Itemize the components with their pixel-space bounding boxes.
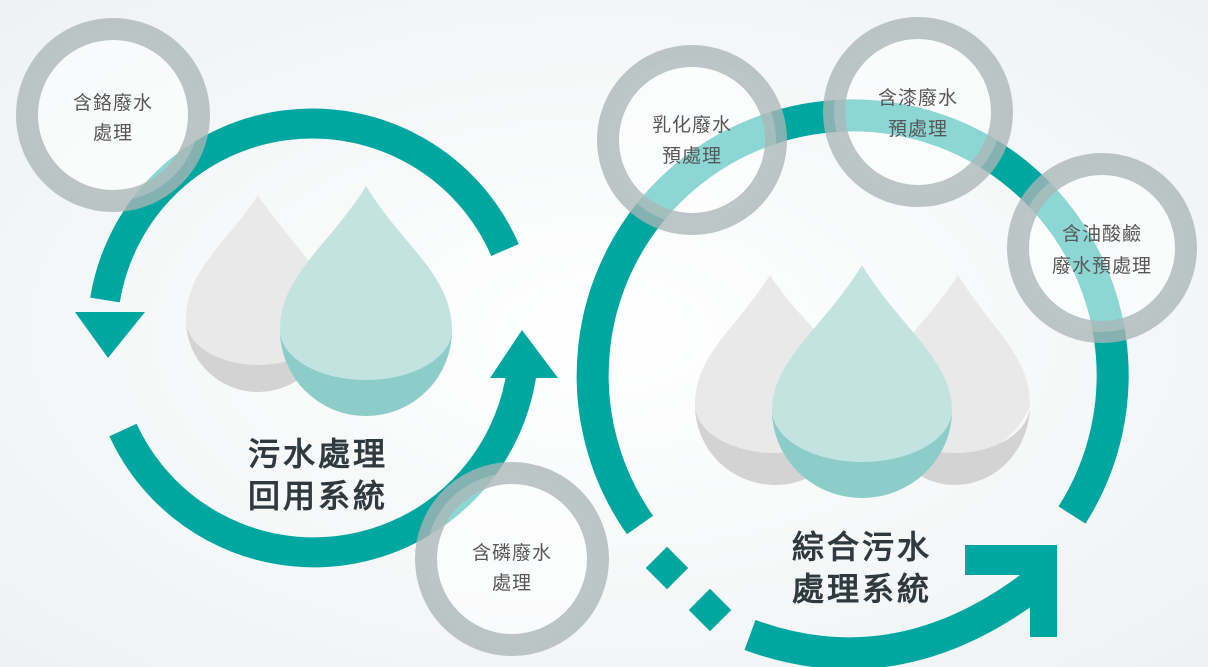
- left-cycle-arrow-top: [90, 108, 519, 303]
- right-arrow-head: [965, 545, 1057, 637]
- left-cycle-arrow-bottom: [109, 368, 537, 568]
- right-system-title-line2: 處理系統: [792, 570, 932, 608]
- treatment-ring-line1: 含磷廢水: [472, 542, 552, 564]
- treatment-ring-line2: 處理: [93, 122, 133, 144]
- treatment-ring-chromium: 含鉻廢水 處理: [16, 18, 210, 212]
- left-arrow-head-down: [75, 312, 145, 358]
- water-drop-teal-icon: [280, 186, 452, 416]
- treatment-ring-line1: 含漆廢水: [878, 87, 958, 109]
- left-system-title-line1: 污水處理: [248, 435, 388, 473]
- left-system-title-line2: 回用系統: [248, 477, 388, 515]
- treatment-ring-phosphorus: 含磷廢水 處理: [415, 462, 609, 656]
- treatment-ring-line2: 廢水預處理: [1052, 255, 1152, 277]
- water-drop-teal-icon: [772, 265, 952, 498]
- treatment-ring-line2: 預處理: [662, 145, 722, 167]
- treatment-ring-line2: 預處理: [888, 118, 948, 140]
- treatment-ring-line1: 乳化廢水: [652, 114, 732, 136]
- treatment-ring-line2: 處理: [492, 572, 532, 594]
- treatment-ring-oil-acid-alkali: 含油酸鹼 廢水預處理: [1007, 153, 1197, 343]
- treatment-ring-paint: 含漆廢水 預處理: [823, 17, 1013, 207]
- right-cycle-arrow-bottom: [744, 567, 1050, 667]
- treatment-ring-emulsion: 乳化廢水 預處理: [597, 45, 787, 235]
- right-system-title-line1: 綜合污水: [792, 528, 932, 566]
- left-arrow-head-up: [490, 330, 558, 378]
- left-system: 污水處理 回用系統: [75, 108, 558, 568]
- treatment-ring-line1: 含鉻廢水: [73, 92, 153, 114]
- treatment-ring-line1: 含油酸鹼: [1062, 223, 1142, 245]
